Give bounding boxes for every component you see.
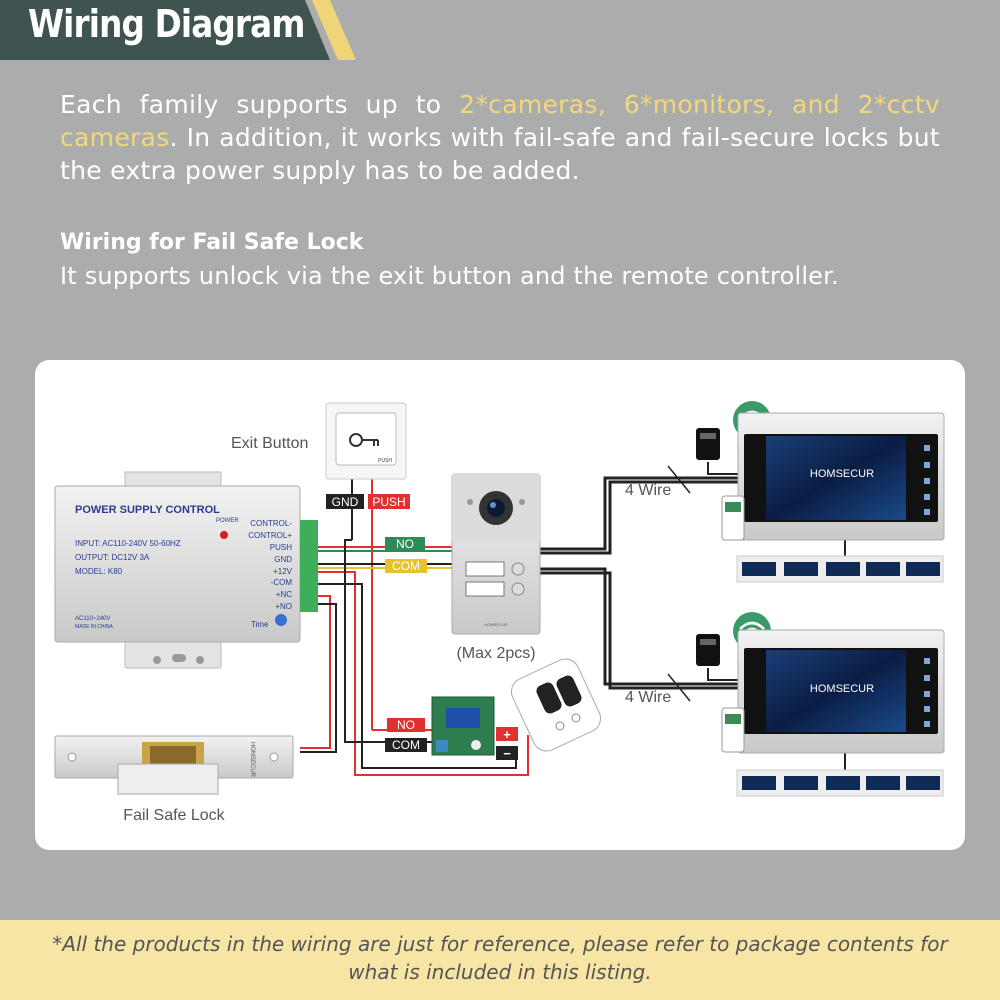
psu-title: POWER SUPPLY CONTROL — [75, 504, 220, 516]
terminal-label: GND — [274, 555, 292, 564]
power-adapter-icon — [696, 428, 720, 460]
tag-no-remote: NO — [397, 718, 415, 732]
remote-controls — [510, 658, 602, 752]
power-led-icon — [220, 531, 228, 539]
call-button-icon — [511, 562, 525, 576]
camera-note: (Max 2pcs) — [456, 645, 535, 662]
lock-brand: HOMSECUR — [249, 742, 255, 778]
psu-terminal-labels: CONTROL- CONTROL+ PUSH GND +12V -COM +NC… — [248, 519, 292, 611]
exit-button-push-text: PUSH — [378, 458, 392, 464]
key-fob-icon — [556, 675, 582, 707]
wire-label-bottom: 4 Wire — [625, 689, 671, 706]
psu-ac-line: AC110~240V — [75, 616, 110, 622]
power-supply-device: POWER SUPPLY CONTROL INPUT: AC110-240V 5… — [54, 471, 318, 669]
monitor-brand: HOMSECUR — [810, 683, 874, 695]
tag-minus: − — [503, 746, 511, 761]
footer-text: *All the products in the wiring are just… — [52, 932, 948, 984]
tag-gnd: GND — [332, 495, 359, 509]
intro-paragraph: Each family supports up to 2*cameras, 6*… — [60, 88, 940, 187]
psu-input: INPUT: AC110-240V 50-60HZ — [75, 539, 181, 548]
terminal-label: CONTROL- — [250, 519, 292, 528]
psu-output: OUTPUT: DC12V 3A — [75, 553, 150, 562]
header-shape — [0, 0, 356, 60]
terminal-label: +NO — [275, 602, 292, 611]
camera-brand: HOMSECUR — [484, 622, 507, 627]
indoor-monitor-2: HOMSECUR — [696, 612, 945, 797]
remote-receiver-board — [431, 696, 495, 756]
section-title: Wiring for Fail Safe Lock — [60, 230, 364, 255]
tag-no-camera: NO — [396, 537, 414, 551]
tag-plus: + — [503, 727, 511, 742]
call-button-icon — [511, 582, 525, 596]
terminal-label: +12V — [273, 567, 293, 576]
intro-highlight: 2*cameras, 6*monitors, and 2*cctv camera… — [60, 90, 940, 152]
wire-tags: GND PUSH NO COM NO COM + − — [326, 494, 518, 761]
terminal-block — [300, 520, 318, 612]
terminal-label: -COM — [271, 578, 293, 587]
lock-label: Fail Safe Lock — [123, 807, 225, 824]
psu-power-label: POWER — [216, 518, 239, 524]
power-adapter-icon — [696, 634, 720, 666]
footer-disclaimer: *All the products in the wiring are just… — [0, 920, 1000, 1000]
psu-model: MODEL: K80 — [75, 567, 123, 576]
time-knob-icon — [275, 614, 287, 626]
fail-safe-lock-device: HOMSECUR — [54, 735, 294, 795]
terminal-label: PUSH — [270, 543, 292, 552]
tag-push: PUSH — [372, 495, 405, 509]
tag-com-remote: COM — [392, 738, 420, 752]
tag-com-camera: COM — [392, 559, 420, 573]
indoor-monitor-1: HOMSECUR — [696, 401, 945, 583]
exit-button-label: Exit Button — [231, 435, 308, 452]
psu-made-in: MADE IN CHINA — [75, 624, 113, 630]
door-camera-device: HOMSECUR — [451, 473, 541, 635]
terminal-label: +NC — [276, 590, 292, 599]
wires — [300, 462, 846, 776]
intro-text-after: . In addition, it works with fail-safe a… — [60, 123, 940, 185]
terminal-label: CONTROL+ — [248, 531, 292, 540]
exit-button-device: PUSH — [325, 402, 407, 480]
header-banner: Wiring Diagram — [0, 0, 360, 60]
monitor-brand: HOMSECUR — [810, 468, 874, 480]
section-text: It supports unlock via the exit button a… — [60, 262, 839, 290]
key-fob-icon — [536, 682, 562, 714]
psu-time-label: Time — [251, 620, 269, 629]
intro-text-before: Each family supports up to — [60, 90, 460, 119]
page-title: Wiring Diagram — [28, 2, 305, 46]
wire-label-top: 4 Wire — [625, 482, 671, 499]
